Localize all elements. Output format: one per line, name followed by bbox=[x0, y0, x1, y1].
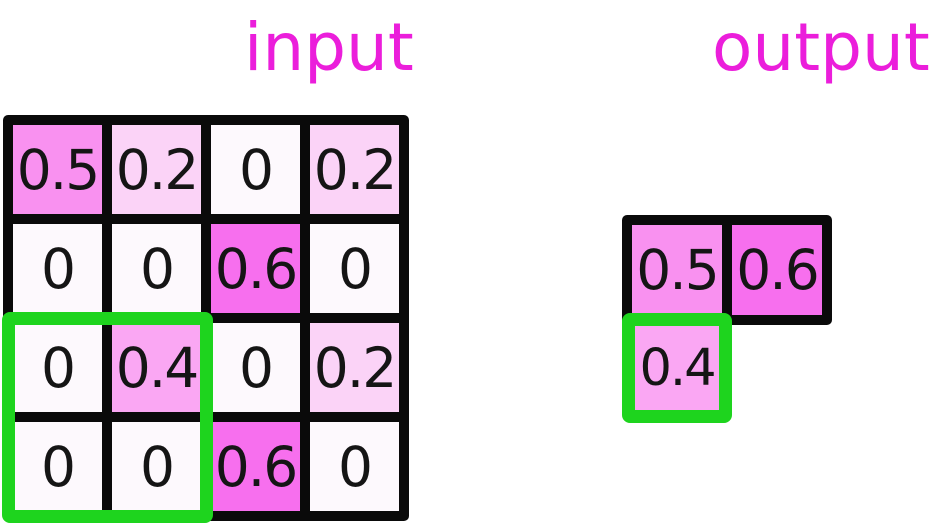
input-cell-r2c2: 0 bbox=[112, 224, 201, 313]
input-cell-r4c2: 0 bbox=[112, 422, 201, 511]
input-grid: 0.5 0.2 0 0.2 0 0 0.6 0 0 0.4 0 0.2 0 0 … bbox=[3, 115, 409, 521]
input-cell-r3c2: 0.4 bbox=[112, 323, 201, 412]
input-cell-r4c4: 0 bbox=[310, 422, 399, 511]
input-cell-r1c4: 0.2 bbox=[310, 125, 399, 214]
input-cell-r4c1: 0 bbox=[13, 422, 102, 511]
input-cell-r2c1: 0 bbox=[13, 224, 102, 313]
output-highlighted-cell: 0.4 bbox=[622, 313, 732, 423]
input-title: input bbox=[244, 9, 414, 86]
input-cell-r1c1: 0.5 bbox=[13, 125, 102, 214]
input-cell-r3c4: 0.2 bbox=[310, 323, 399, 412]
input-cell-r3c3: 0 bbox=[211, 323, 300, 412]
output-title: output bbox=[712, 9, 930, 86]
output-cell-r1c1: 0.5 bbox=[632, 225, 722, 315]
output-grid: 0.5 0.6 bbox=[622, 215, 832, 325]
output-cell-r1c2: 0.6 bbox=[732, 225, 822, 315]
input-cell-r1c2: 0.2 bbox=[112, 125, 201, 214]
input-cell-r3c1: 0 bbox=[13, 323, 102, 412]
input-cell-r1c3: 0 bbox=[211, 125, 300, 214]
input-cell-r4c3: 0.6 bbox=[211, 422, 300, 511]
input-cell-r2c3: 0.6 bbox=[211, 224, 300, 313]
input-cell-r2c4: 0 bbox=[310, 224, 399, 313]
